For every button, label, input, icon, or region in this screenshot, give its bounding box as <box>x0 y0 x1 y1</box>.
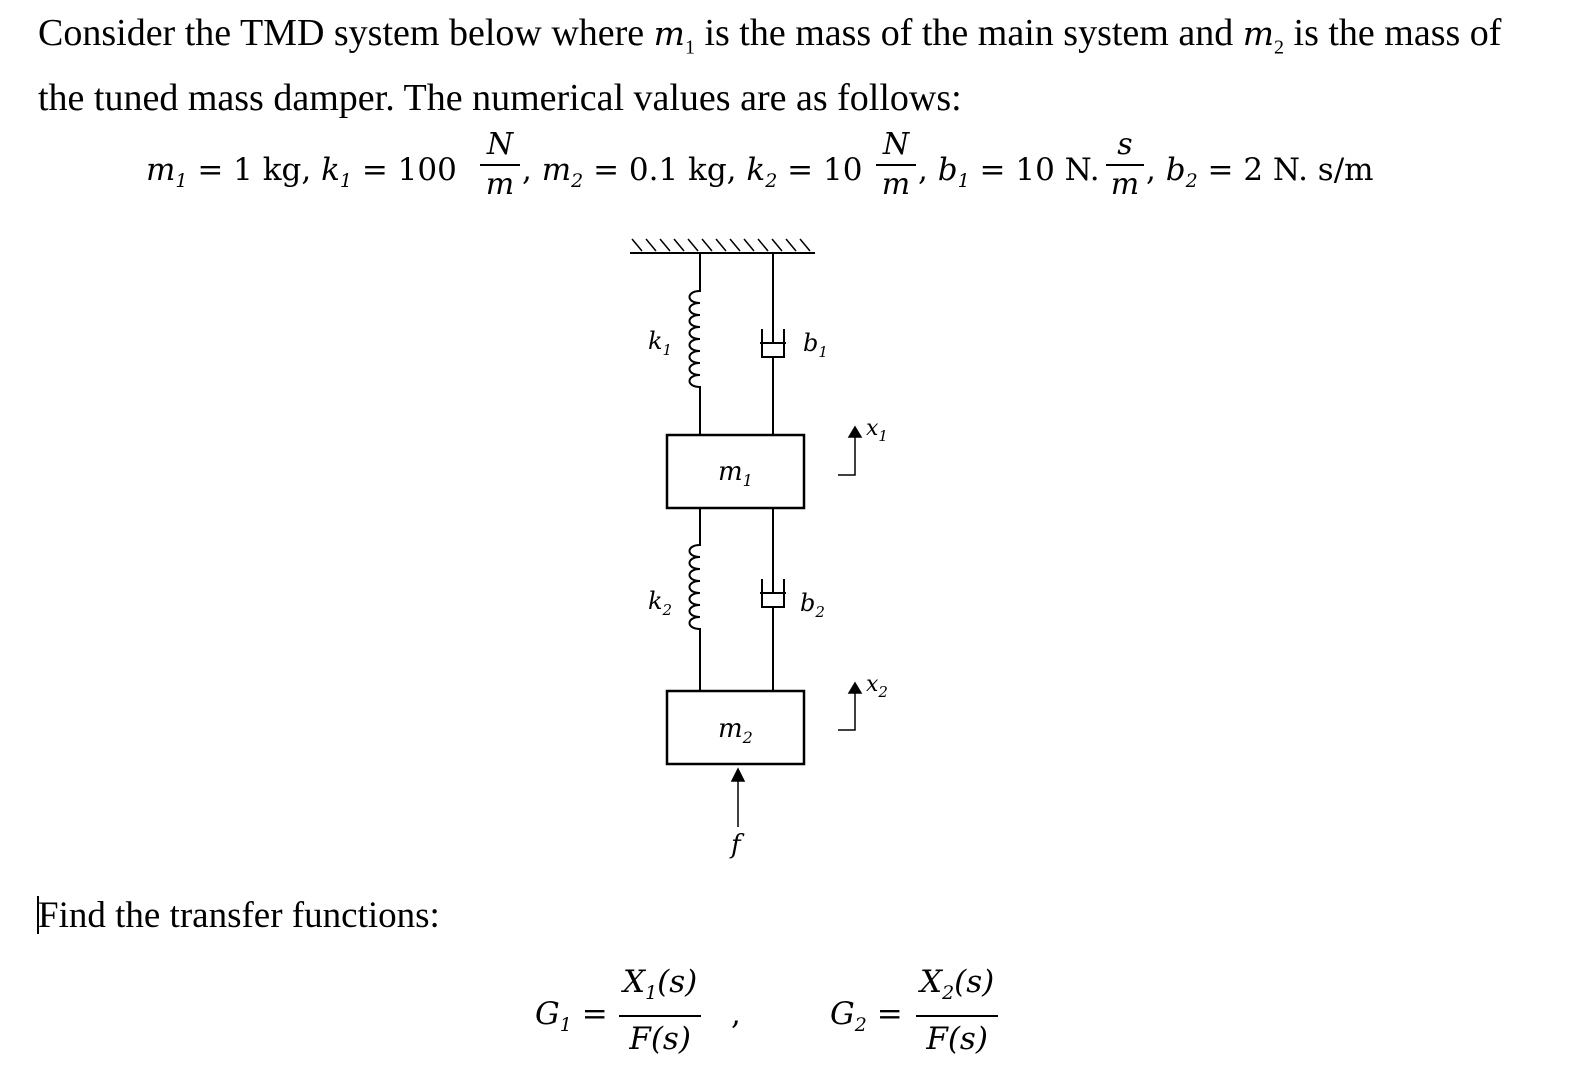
x2-arrow-icon <box>838 681 863 731</box>
x1-arrow-icon <box>838 425 863 476</box>
spring-k1 <box>688 253 701 435</box>
g1-label: G1 = <box>535 996 608 1037</box>
spring-k2 <box>688 508 701 691</box>
text-cursor <box>37 896 39 934</box>
label-x2: x2 <box>866 672 888 701</box>
problem-intro: Consider the TMD system below where m1 i… <box>38 8 1501 123</box>
transfer-function-g2: G2 = X2(s) F(s) <box>830 962 1030 1062</box>
intro-m1-symbol: m <box>653 14 685 53</box>
label-m1: m1 <box>718 457 753 490</box>
intro-m2-subscript: 2 <box>1274 36 1285 59</box>
label-x1: x1 <box>866 416 888 445</box>
tmd-diagram: k1 b1 x1 m1 k2 b2 x2 m2 f <box>630 238 888 860</box>
intro-text-2: is the mass of the main system and <box>694 12 1243 54</box>
g2-fraction: X2(s) F(s) <box>916 962 999 1059</box>
ceiling-hatch <box>631 238 811 252</box>
damper-b2 <box>760 508 786 691</box>
mass-m2-block <box>665 689 806 766</box>
intro-text-3: is the mass of <box>1284 12 1502 54</box>
transfer-function-g1: G1 = X1(s) F(s) , <box>535 962 755 1062</box>
label-k2: k2 <box>648 587 672 619</box>
param-b1: , b1 = 10 N. <box>918 152 1100 193</box>
intro-m1-subscript: 1 <box>684 36 695 59</box>
intro-line-2: the tuned mass damper. The numerical val… <box>38 76 962 119</box>
g2-label: G2 = <box>830 996 903 1037</box>
label-m2: m2 <box>718 714 753 747</box>
g1-separator: , <box>731 996 741 1032</box>
label-b2: b2 <box>800 589 825 621</box>
intro-text-1: Consider the TMD system below where <box>38 12 654 54</box>
mass-m1-block <box>665 433 806 510</box>
label-b1: b1 <box>803 329 828 361</box>
param-b2: , b2 = 2 N. s/m <box>1146 152 1374 193</box>
intro-m2-symbol: m <box>1242 14 1275 53</box>
question-text: Find the transfer functions: <box>38 895 440 936</box>
force-arrow-icon <box>730 767 746 827</box>
label-k1: k1 <box>648 327 672 359</box>
damper-b1 <box>760 253 786 435</box>
param-m1: m1 = 1 kg, k1 = 100 <box>146 152 457 193</box>
g1-fraction: X1(s) F(s) <box>619 962 702 1059</box>
label-force: f <box>729 830 745 860</box>
param-m2: , m2 = 0.1 kg, k2 = 10 <box>522 152 863 193</box>
intro-line-1: Consider the TMD system below where m1 i… <box>38 8 1501 73</box>
